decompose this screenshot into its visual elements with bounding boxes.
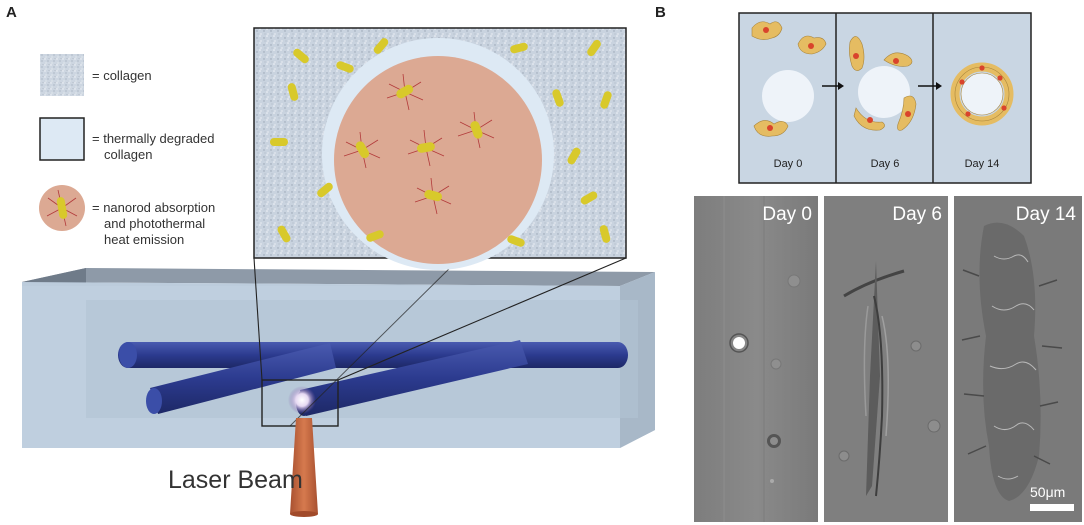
tube-back — [118, 342, 628, 368]
scale-bar — [1030, 504, 1074, 511]
scale-bar-label: 50μm — [1030, 484, 1066, 500]
channel-tubes — [118, 340, 628, 416]
day6-channel — [858, 66, 910, 118]
micrograph-day14-label: Day 14 — [1015, 204, 1076, 225]
legend-nanorod-label-2: and photothermal — [104, 216, 206, 231]
tube-diagonal-left — [150, 343, 336, 414]
inset-heat-zone — [334, 56, 542, 264]
legend-collagen-swatch — [40, 54, 84, 96]
zoom-line-left — [253, 257, 263, 381]
schematic-day14-label: Day 14 — [964, 158, 1000, 170]
tube-diagonal-right — [300, 340, 528, 416]
zoom-line-right-b — [289, 257, 461, 427]
legend-nanorod-label-3: heat emission — [104, 232, 185, 247]
legend-swatches — [39, 54, 85, 231]
micrograph-day0 — [694, 196, 818, 522]
legend-nanorod — [56, 197, 68, 219]
laser-focus-glow — [288, 386, 316, 414]
legend-nanorod-label-1: = nanorod absorption — [92, 200, 216, 215]
inset-heated-nanorods — [343, 73, 495, 215]
laser-beam-cone — [290, 418, 318, 514]
day0-channel — [762, 70, 814, 122]
panel-b-letter: B — [655, 4, 666, 21]
legend-degraded-label-2: collagen — [104, 147, 153, 162]
micrograph-day6-label: Day 6 — [892, 204, 942, 225]
micrograph-day6 — [824, 196, 948, 522]
legend-degraded-label-1: = thermally degraded — [92, 131, 215, 146]
day6-cells — [849, 36, 917, 131]
inset-collagen-nanorods — [270, 38, 612, 247]
schematic-day6-label: Day 6 — [870, 158, 900, 170]
panel-a-diagram — [22, 27, 655, 517]
micrographs — [694, 196, 1082, 522]
micrograph-day0-label: Day 0 — [762, 204, 812, 225]
legend-collagen-label: = collagen — [92, 68, 152, 83]
laser-beam-label: Laser Beam — [168, 466, 303, 494]
cell-schematic — [738, 12, 1032, 184]
day0-cells — [751, 21, 827, 137]
block-top-face — [22, 268, 655, 286]
day14-ring — [950, 62, 1014, 126]
zoom-line-right-a — [337, 257, 627, 381]
panel-a-letter: A — [6, 4, 17, 21]
schematic-day0-label: Day 0 — [773, 158, 803, 170]
legend-degraded-swatch — [39, 117, 85, 161]
